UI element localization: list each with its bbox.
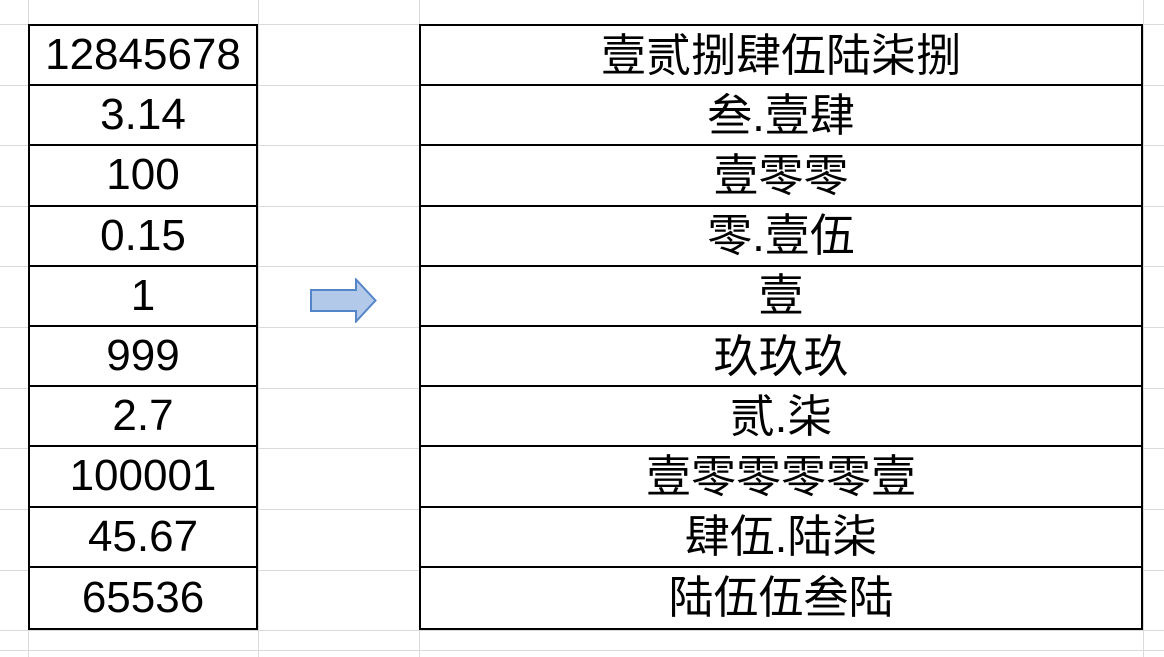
number-cell[interactable]: 65536 [81, 572, 205, 622]
gridline-h [0, 630, 1164, 631]
right-arrow-shape[interactable] [310, 278, 377, 323]
chinese-cell[interactable]: 壹 [421, 267, 1141, 327]
chinese-cell[interactable]: 玖玖玖 [421, 327, 1141, 388]
chinese-cell[interactable]: 陆伍伍叁陆 [668, 572, 894, 624]
chinese-cell[interactable]: 壹零零零零壹 [421, 447, 1141, 508]
chinese-cell[interactable]: 贰.柒 [421, 387, 1141, 448]
chinese-cell[interactable]: 肆伍.陆柒 [421, 508, 1141, 568]
arabic-numbers-table: 12845678 3.14 100 0.15 1 999 2.7 100001 … [28, 24, 258, 630]
right-arrow-icon [310, 278, 377, 323]
number-cell[interactable]: 12845678 [30, 26, 256, 87]
chinese-cell[interactable]: 壹零零 [421, 146, 1141, 207]
gridline-v [258, 0, 259, 657]
chinese-cell[interactable]: 壹贰捌肆伍陆柒捌 [421, 26, 1141, 87]
number-cell[interactable]: 100 [30, 146, 256, 207]
chinese-cell[interactable]: 叁.壹肆 [421, 86, 1141, 147]
number-cell[interactable]: 100001 [30, 447, 256, 508]
number-cell[interactable]: 2.7 [30, 387, 256, 448]
chinese-cell[interactable]: 零.壹伍 [421, 207, 1141, 267]
number-cell[interactable]: 1 [30, 267, 256, 327]
number-cell[interactable]: 999 [30, 327, 256, 388]
right-arrow-polygon [310, 278, 377, 323]
number-cell[interactable]: 0.15 [30, 207, 256, 267]
chinese-numerals-table: 壹贰捌肆伍陆柒捌 叁.壹肆 壹零零 零.壹伍 壹 玖玖玖 贰.柒 壹零零零零壹 … [419, 24, 1143, 630]
gridline-v [1143, 0, 1144, 657]
number-cell[interactable]: 3.14 [30, 86, 256, 147]
number-cell[interactable]: 45.67 [30, 508, 256, 568]
gridline-h [0, 650, 1164, 651]
